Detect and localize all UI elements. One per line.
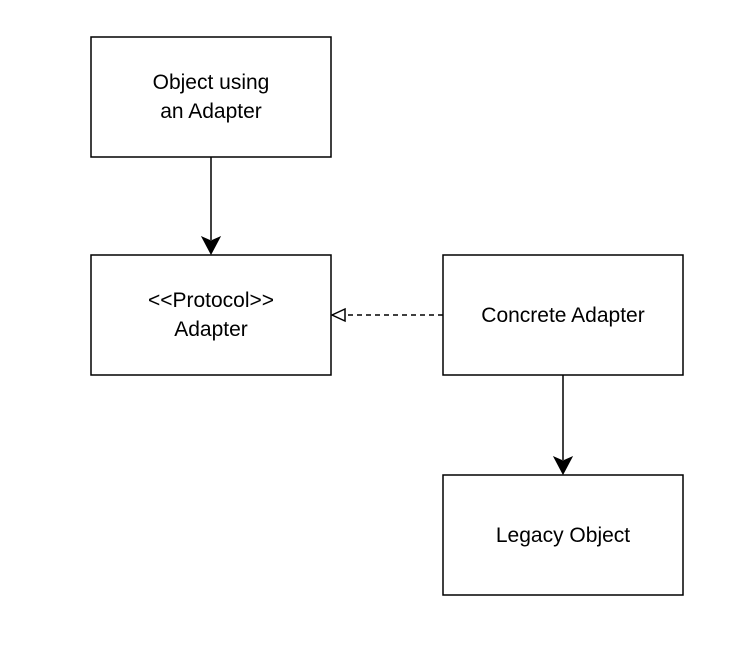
node-concrete-adapter-label: Concrete Adapter [481, 304, 644, 327]
node-concrete-adapter[interactable]: Concrete Adapter [442, 254, 684, 376]
edge-concrete-to-protocol [330, 307, 443, 323]
node-protocol-adapter-name: Adapter [174, 318, 248, 341]
node-object-using-adapter[interactable]: Object using an Adapter [90, 36, 332, 158]
node-legacy-object-label: Legacy Object [496, 524, 630, 547]
node-legacy-object[interactable]: Legacy Object [442, 474, 684, 596]
node-object-using-adapter-line-2: an Adapter [160, 100, 262, 123]
edge-concrete-to-legacy [552, 375, 574, 476]
arrowhead-filled-icon [552, 455, 574, 476]
node-protocol-adapter-stereotype: <<Protocol>> [148, 289, 274, 312]
node-protocol-adapter[interactable]: <<Protocol>> Adapter [90, 254, 332, 376]
node-object-using-adapter-line-1: Object using [153, 71, 270, 94]
edge-client-to-protocol [200, 157, 222, 256]
arrowhead-filled-icon [200, 235, 222, 256]
arrowhead-open-triangle-icon [330, 307, 346, 323]
